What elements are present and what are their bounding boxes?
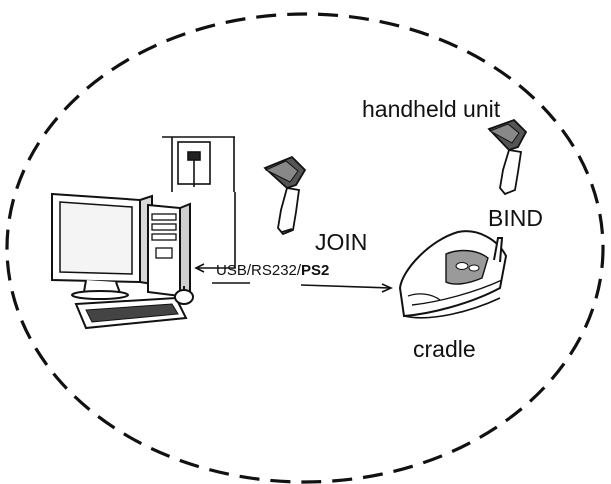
connection-prefix: USB/RS232/ [216, 262, 302, 279]
connection-interface-label: USB/RS232/PS2 [216, 263, 329, 278]
wall-port-icon [162, 136, 235, 192]
dashed-boundary [5, 12, 605, 484]
cradle-label: cradle [413, 336, 476, 362]
barcode-scanner-icon [487, 118, 528, 196]
barcode-scanner-icon [263, 155, 307, 236]
desktop-computer-icon [51, 192, 194, 330]
connection-link [194, 192, 393, 293]
connection-ps2: PS2 [301, 262, 330, 279]
charging-cradle-icon [398, 230, 508, 319]
join-label: JOIN [315, 229, 368, 255]
bind-label: BIND [488, 205, 543, 231]
handheld-unit-label: handheld unit [362, 96, 501, 122]
